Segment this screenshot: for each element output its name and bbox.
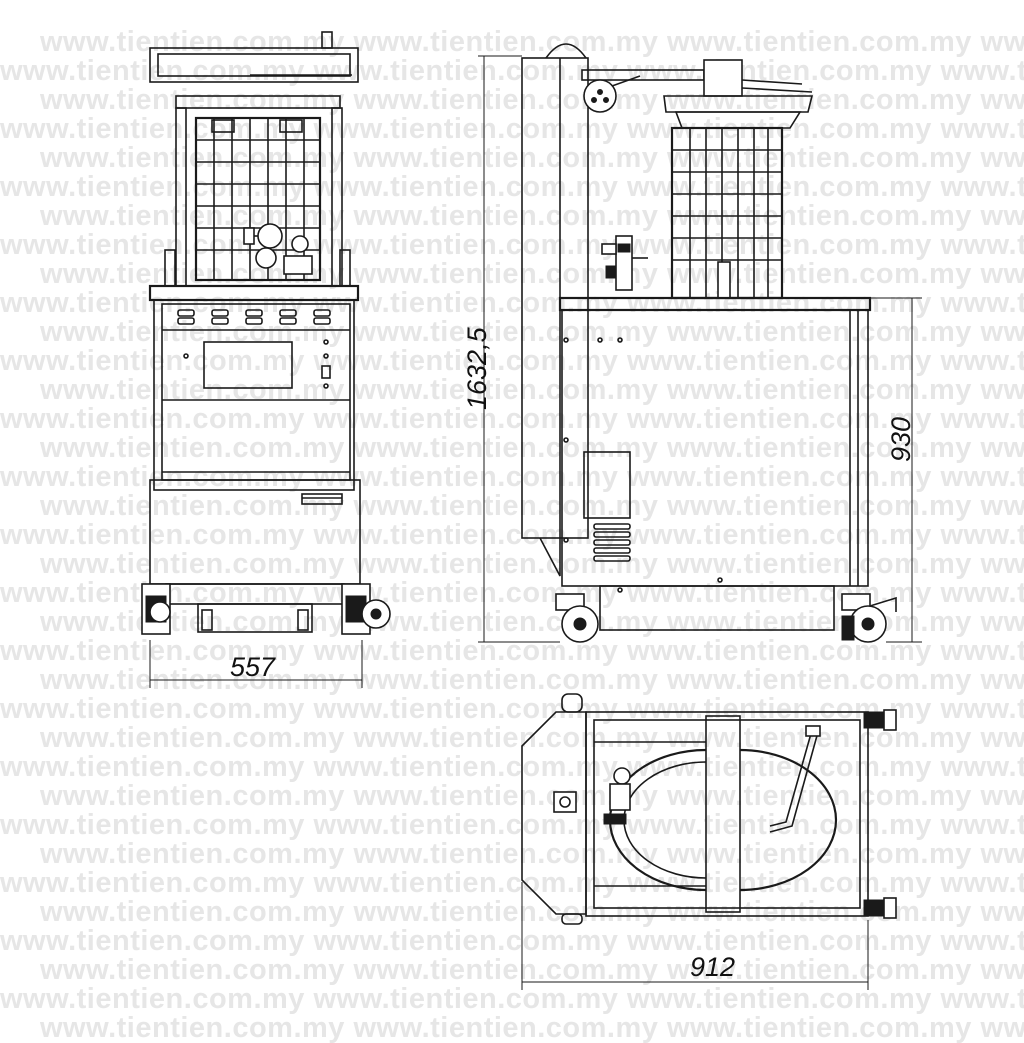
watermark-row: www.tientien.com.my www.tientien.com.my …: [0, 927, 1024, 956]
watermark-text: www.tientien.com.my www.tientien.com.my …: [40, 492, 1024, 521]
top-view: 912: [521, 693, 897, 990]
watermark-row: www.tientien.com.my www.tientien.com.my …: [0, 956, 1024, 985]
watermark-row: www.tientien.com.my www.tientien.com.my …: [0, 347, 1024, 376]
watermark-text: www.tientien.com.my www.tientien.com.my …: [0, 463, 1024, 492]
top-frame: [585, 711, 869, 917]
watermark-text: www.tientien.com.my www.tientien.com.my …: [0, 57, 1024, 86]
front-valve-assembly: [243, 223, 313, 275]
front-vent-slots: [177, 309, 331, 325]
watermark-row: www.tientien.com.my www.tientien.com.my …: [0, 550, 1024, 579]
watermark-text: www.tientien.com.my www.tientien.com.my …: [0, 753, 1024, 782]
front-vent-pipe: [321, 31, 333, 49]
front-basket-cage: [194, 116, 322, 282]
watermark-row: www.tientien.com.my www.tientien.com.my …: [0, 57, 1024, 86]
top-handle: [769, 725, 821, 833]
side-base-height-label: 930: [886, 417, 916, 462]
side-caster-left: [555, 593, 599, 643]
watermark-row: www.tientien.com.my www.tientien.com.my …: [0, 811, 1024, 840]
front-base-frame: [197, 603, 313, 633]
top-length-label: 912: [690, 952, 735, 982]
watermark-text: www.tientien.com.my www.tientien.com.my …: [40, 956, 1024, 985]
top-front-fascia: [521, 711, 587, 915]
watermark-text: www.tientien.com.my www.tientien.com.my …: [0, 405, 1024, 434]
front-lower-cabinet: [149, 479, 361, 585]
front-view: 557: [141, 31, 391, 688]
watermark-text: www.tientien.com.my www.tientien.com.my …: [40, 434, 1024, 463]
side-basket-cage: [670, 126, 784, 300]
top-wheel-upper: [863, 709, 897, 731]
watermark-row: www.tientien.com.my www.tientien.com.my …: [0, 144, 1024, 173]
side-lid-arm: [581, 59, 814, 129]
watermark-row: www.tientien.com.my www.tientien.com.my …: [0, 86, 1024, 115]
watermark-row: www.tientien.com.my www.tientien.com.my …: [0, 405, 1024, 434]
side-access-panel: [583, 451, 631, 519]
top-valve: [553, 767, 631, 825]
watermark-text: www.tientien.com.my www.tientien.com.my …: [0, 695, 1024, 724]
side-vent-louvres: [593, 523, 631, 562]
watermark-row: www.tientien.com.my www.tientien.com.my …: [0, 463, 1024, 492]
watermark-row: www.tientien.com.my www.tientien.com.my …: [0, 115, 1024, 144]
side-top-plate: [558, 296, 872, 312]
watermark-text: www.tientien.com.my www.tientien.com.my …: [40, 28, 1024, 57]
top-tub-right: [739, 748, 838, 892]
front-width-label: 557: [230, 652, 276, 682]
watermark-row: www.tientien.com.my www.tientien.com.my …: [0, 492, 1024, 521]
side-height-label: 1632,5: [462, 326, 492, 410]
watermark-row: www.tientien.com.my www.tientien.com.my …: [0, 231, 1024, 260]
watermark-text: www.tientien.com.my www.tientien.com.my …: [40, 550, 1024, 579]
side-valve-assembly: [601, 235, 648, 291]
watermark-text: www.tientien.com.my www.tientien.com.my …: [0, 811, 1024, 840]
side-view: 1632,5: [462, 43, 922, 643]
watermark-row: www.tientien.com.my www.tientien.com.my …: [0, 695, 1024, 724]
watermark-text: www.tientien.com.my www.tientien.com.my …: [0, 521, 1024, 550]
watermark-row: www.tientien.com.my www.tientien.com.my …: [0, 260, 1024, 289]
watermark-row: www.tientien.com.my www.tientien.com.my …: [0, 985, 1024, 1014]
side-caster-right: [841, 593, 897, 643]
top-wheel-lower: [863, 897, 897, 919]
watermark-row: www.tientien.com.my www.tientien.com.my …: [0, 869, 1024, 898]
front-top-plate: [148, 284, 360, 302]
watermark-row: www.tientien.com.my www.tientien.com.my …: [0, 28, 1024, 57]
watermark-text: www.tientien.com.my www.tientien.com.my …: [0, 985, 1024, 1014]
watermark-text: www.tientien.com.my www.tientien.com.my …: [0, 869, 1024, 898]
side-base-frame: [599, 585, 835, 631]
watermark-row: www.tientien.com.my www.tientien.com.my …: [0, 173, 1024, 202]
watermark-text: www.tientien.com.my www.tientien.com.my …: [0, 231, 1024, 260]
front-caster-left: [141, 583, 171, 635]
watermark-row: www.tientien.com.my www.tientien.com.my …: [0, 434, 1024, 463]
watermark-text: www.tientien.com.my www.tientien.com.my …: [0, 115, 1024, 144]
watermark-text: www.tientien.com.my www.tientien.com.my …: [0, 927, 1024, 956]
front-cabinet: [153, 299, 355, 491]
front-drawer-handle: [301, 493, 343, 505]
watermark-text: www.tientien.com.my www.tientien.com.my …: [0, 347, 1024, 376]
front-caster-right: [341, 583, 391, 635]
watermark-text: www.tientien.com.my www.tientien.com.my …: [40, 260, 1024, 289]
watermark-text: www.tientien.com.my www.tientien.com.my …: [0, 173, 1024, 202]
front-control-screen: [203, 341, 293, 389]
watermark-text: www.tientien.com.my www.tientien.com.my …: [40, 144, 1024, 173]
front-switch: [321, 365, 331, 379]
watermark-text: www.tientien.com.my www.tientien.com.my …: [40, 86, 1024, 115]
top-central-bar: [705, 715, 741, 913]
watermark-row: www.tientien.com.my www.tientien.com.my …: [0, 521, 1024, 550]
watermark-row: www.tientien.com.my www.tientien.com.my …: [0, 753, 1024, 782]
front-top-cap: [149, 47, 359, 83]
